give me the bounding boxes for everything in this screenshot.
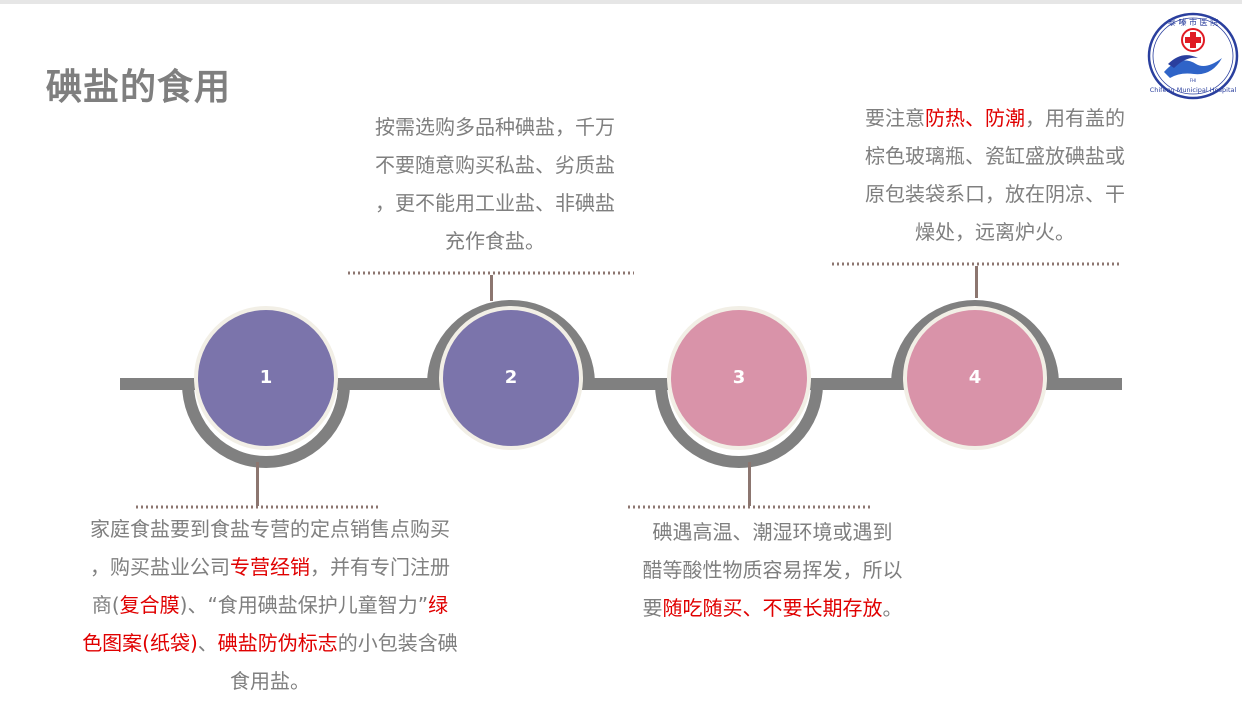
- text-span: 商(: [91, 593, 120, 617]
- step-number-3: 3: [732, 367, 746, 388]
- step-4-description: 要注意防热、防潮，用有盖的 棕色玻璃瓶、瓷缸盛放碘盐或 原包装袋系口，放在阴凉、…: [830, 99, 1160, 251]
- top-border-bar: [0, 0, 1242, 4]
- step-number-4: 4: [968, 367, 982, 388]
- text-line: 按需选购多品种碘盐，千万: [375, 115, 615, 139]
- logo-top-text: 泰 嗪 市 医 院: [1168, 17, 1218, 27]
- timeline-line-segment: [580, 378, 670, 390]
- highlight-text: 绿: [428, 593, 449, 617]
- step-number-2: 2: [504, 367, 518, 388]
- highlight-text: 碘盐防伪标志: [217, 631, 338, 655]
- text-line: 碘遇高温、潮湿环境或遇到: [652, 520, 893, 544]
- connector-stem-3: [748, 462, 751, 506]
- text-line: 商(复合膜)、“食用碘盐保护儿童智力”绿: [40, 586, 500, 624]
- timeline-line-segment: [334, 378, 442, 390]
- timeline-line-segment: [808, 378, 906, 390]
- highlight-text: 复合膜: [119, 593, 180, 617]
- step-circle-3: [667, 306, 811, 450]
- step-circle-2: [439, 306, 583, 450]
- hospital-logo: 泰 嗪 市 医 院 Chifeng Municipal Hospital FHI: [1147, 12, 1239, 100]
- text-line: 家庭食盐要到食盐专营的定点销售点购买: [90, 517, 450, 541]
- step-circle-1: [194, 306, 338, 450]
- connector-stem-2: [490, 275, 493, 301]
- highlight-text: 专营经销: [230, 555, 310, 579]
- highlight-text: 随吃随买、不要长期存放: [662, 596, 883, 620]
- text-line: 醋等酸性物质容易挥发，所以: [642, 558, 903, 582]
- text-line: 充作食盐。: [445, 229, 545, 253]
- connector-stem-4: [975, 266, 978, 298]
- text-span: 。: [882, 596, 903, 620]
- text-span: 的小包装含碘: [337, 631, 458, 655]
- logo-tiny-text: FHI: [1190, 78, 1197, 83]
- timeline-arc-bottom: [655, 383, 823, 468]
- step-3-description: 碘遇高温、潮湿环境或遇到 醋等酸性物质容易挥发，所以 要随吃随买、不要长期存放。: [600, 513, 945, 627]
- text-span: 、: [197, 631, 218, 655]
- text-span: ，并有专门注册: [310, 555, 450, 579]
- step-2-description: 按需选购多品种碘盐，千万 不要随意购买私盐、劣质盐 ，更不能用工业盐、非碘盐 充…: [340, 108, 650, 260]
- step-circle-4: [903, 306, 1047, 450]
- text-line: 燥处，远离炉火。: [915, 220, 1075, 244]
- timeline-arc-bottom: [182, 383, 350, 468]
- step-number-1: 1: [259, 367, 273, 388]
- highlight-text: 防热、防潮: [925, 106, 1025, 130]
- text-line: 要随吃随买、不要长期存放。: [600, 589, 945, 627]
- page-title: 碘盐的食用: [46, 67, 232, 108]
- logo-bottom-text: Chifeng Municipal Hospital: [1150, 86, 1237, 94]
- text-line: 食用盐。: [230, 669, 310, 693]
- text-span: 要: [642, 596, 663, 620]
- connector-stem-1: [256, 462, 259, 506]
- text-span: ，购买盐业公司: [90, 555, 230, 579]
- timeline-line-segment: [1044, 378, 1122, 390]
- timeline-line-segment: [120, 378, 196, 390]
- text-line: 要注意防热、防潮，用有盖的: [830, 99, 1160, 137]
- step-1-description: 家庭食盐要到食盐专营的定点销售点购买 ，购买盐业公司专营经销，并有专门注册 商(…: [40, 510, 500, 700]
- text-span: ，用有盖的: [1025, 106, 1125, 130]
- text-line: 棕色玻璃瓶、瓷缸盛放碘盐或: [865, 144, 1125, 168]
- highlight-text: 色图案(纸袋): [82, 631, 198, 655]
- text-line: 色图案(纸袋)、碘盐防伪标志的小包装含碘: [40, 624, 500, 662]
- text-line: ，更不能用工业盐、非碘盐: [375, 191, 615, 215]
- text-line: 不要随意购买私盐、劣质盐: [375, 153, 615, 177]
- text-span: )、“食用碘盐保护儿童智力”: [179, 593, 429, 617]
- text-line: ，购买盐业公司专营经销，并有专门注册: [40, 548, 500, 586]
- text-line: 原包装袋系口，放在阴凉、干: [865, 182, 1125, 206]
- text-span: 要注意: [865, 106, 925, 130]
